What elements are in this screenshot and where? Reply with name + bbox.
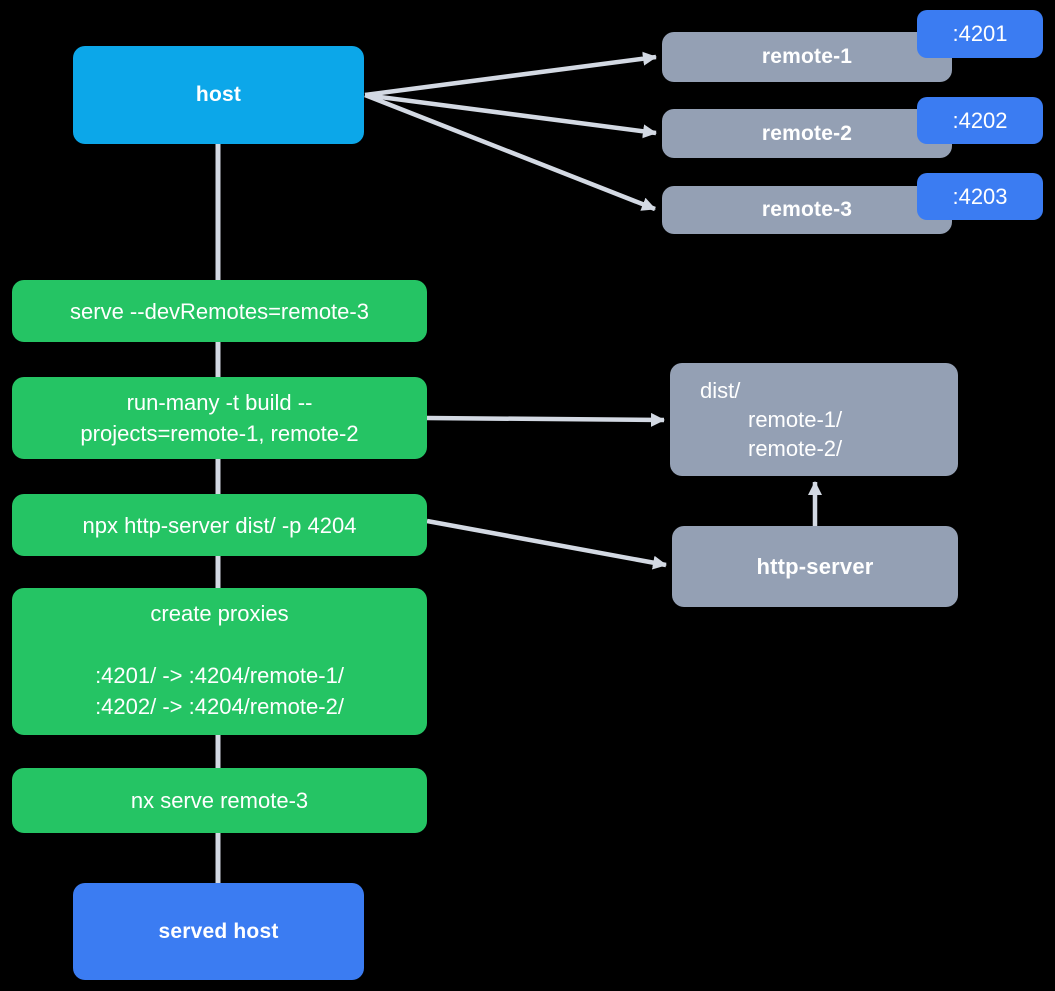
arrow-host-to-remote-1 [364, 51, 657, 98]
remote-2-node: remote-2 [662, 109, 952, 158]
command-run-many-build: run-many -t build -- projects=remote-1, … [12, 377, 427, 459]
command-run-many-line1: run-many -t build -- [126, 390, 313, 415]
command-nx-serve-label: nx serve remote-3 [130, 788, 309, 813]
port-badge-4202: :4202 [917, 97, 1043, 144]
command-serve-dev-remotes: serve --devRemotes=remote-3 [12, 280, 427, 342]
host-node: host [73, 46, 364, 144]
command-npx-http-server: npx http-server dist/ -p 4204 [12, 494, 427, 556]
port-4202-label: :4202 [952, 107, 1008, 133]
remote-1-node: remote-1 [662, 32, 952, 82]
command-nx-serve-remote-3: nx serve remote-3 [12, 768, 427, 833]
arrow-host-to-remote-2 [364, 92, 657, 139]
arrow-run-many-to-dist [426, 412, 665, 427]
remote-1-label: remote-1 [761, 45, 853, 68]
port-4201-label: :4201 [952, 21, 1008, 46]
create-proxies-title: create proxies [150, 601, 289, 626]
create-proxies-mapping-1: :4201/ -> :4204/remote-1/ [95, 663, 344, 688]
http-server-label: http-server [756, 553, 874, 579]
arrow-http-cmd-to-http-server [426, 518, 667, 570]
served-host-label: served host [158, 919, 279, 943]
remote-3-node: remote-3 [662, 186, 952, 234]
dist-folder-node: dist/ remote-1/ remote-2/ [670, 363, 958, 476]
host-label: host [195, 83, 242, 106]
dist-root-label: dist/ [700, 378, 741, 403]
dist-remote-2-label: remote-2/ [748, 436, 843, 461]
dist-remote-1-label: remote-1/ [748, 407, 843, 432]
port-badge-4203: :4203 [917, 173, 1043, 220]
port-badge-4201: :4201 [917, 10, 1043, 58]
port-4203-label: :4203 [952, 183, 1008, 209]
command-npx-http-server-label: npx http-server dist/ -p 4204 [82, 512, 357, 538]
create-proxies-mapping-2: :4202/ -> :4204/remote-2/ [95, 694, 344, 719]
arrow-host-to-remote-3 [364, 92, 656, 212]
command-serve-label: serve --devRemotes=remote-3 [70, 298, 369, 324]
served-host-node: served host [73, 883, 364, 980]
command-create-proxies: create proxies :4201/ -> :4204/remote-1/… [12, 588, 427, 735]
http-server-node: http-server [672, 526, 958, 607]
remote-3-label: remote-3 [761, 198, 853, 221]
remote-2-label: remote-2 [761, 121, 853, 145]
command-run-many-line2: projects=remote-1, remote-2 [80, 421, 359, 446]
